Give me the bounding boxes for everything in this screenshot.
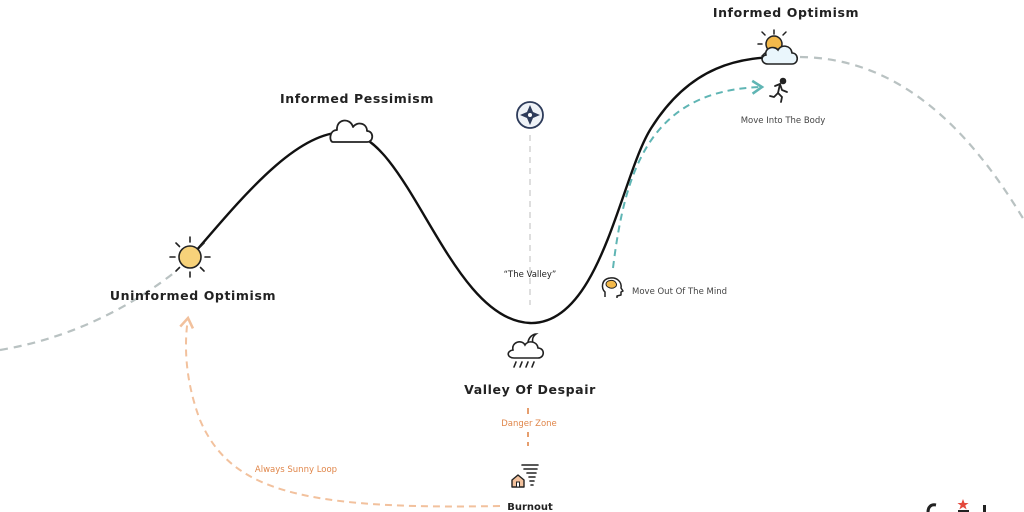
stage-label-valley-of-despair: Valley Of Despair xyxy=(464,382,596,397)
cloud-icon xyxy=(329,119,374,143)
trend-curve-left xyxy=(0,271,176,352)
emotional-curve xyxy=(189,55,791,325)
stage-label-uninformed-optimism: Uninformed Optimism xyxy=(110,288,276,303)
trend-curve-right xyxy=(799,55,1024,221)
annotation-move-out-of-mind: Move Out Of The Mind xyxy=(632,287,727,297)
annotation-always-sunny-loop: Always Sunny Loop xyxy=(255,465,337,475)
brand-logo-partial xyxy=(926,499,986,512)
storm-cloud-moon-icon xyxy=(507,333,545,368)
compass-icon xyxy=(516,101,544,129)
stage-label-burnout: Burnout xyxy=(507,502,553,512)
sun-icon xyxy=(169,236,211,278)
sunny-loop-arrow xyxy=(179,315,501,508)
tornado-house-icon xyxy=(511,464,539,488)
stage-label-informed-pessimism: Informed Pessimism xyxy=(280,91,434,106)
sun-behind-cloud-icon xyxy=(757,29,799,65)
annotation-move-into-body: Move Into The Body xyxy=(741,116,826,126)
head-brain-icon xyxy=(601,277,624,298)
stage-label-informed-optimism: Informed Optimism xyxy=(713,5,859,20)
annotation-danger-zone: Danger Zone xyxy=(501,419,557,429)
recovery-arrow xyxy=(612,79,765,269)
star-icon xyxy=(957,499,969,510)
running-person-icon xyxy=(769,77,788,103)
annotation-the-valley: “The Valley” xyxy=(504,270,557,280)
